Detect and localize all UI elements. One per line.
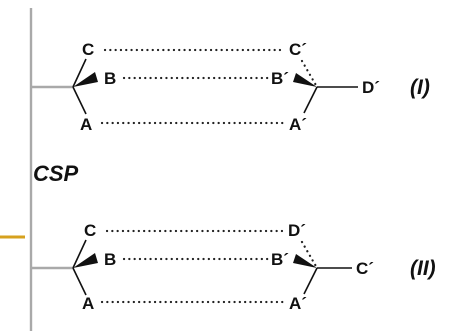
case2-right-label-top: D´ — [288, 221, 306, 240]
case1-right-label-substituent: D´ — [362, 78, 380, 97]
case1-left-label-top: C — [82, 40, 94, 59]
case1-label: (I) — [410, 76, 430, 99]
case1-left-label-middle: B — [104, 69, 116, 88]
case2-left-label-top: C — [84, 221, 96, 240]
case2-right-bond-bottom — [303, 267, 318, 295]
case1-left-label-bottom: A — [80, 115, 92, 134]
case2-left-label-middle: B — [104, 250, 116, 269]
case2-left-bond-top — [72, 239, 87, 269]
case2-left-bond-bottom — [72, 267, 87, 296]
case1-interaction: C B A C´ B´ A´ D´ (I) — [72, 40, 430, 134]
case1-right-label-middle: B´ — [271, 69, 289, 88]
case2-left-wedge-bond — [73, 253, 98, 268]
case1-right-bond-top-dotted — [300, 59, 319, 89]
case2-right-label-bottom: A´ — [289, 294, 307, 313]
case2-interaction: C B A D´ B´ A´ C´ (II) — [72, 221, 436, 313]
case1-left-bond-top — [72, 58, 87, 88]
case1-right-bond-bottom — [303, 86, 318, 114]
case2-right-wedge-bond — [293, 254, 317, 268]
case1-left-wedge-bond — [73, 72, 98, 87]
case2-right-label-substituent: C´ — [356, 259, 374, 278]
case2-right-label-middle: B´ — [271, 250, 289, 269]
case2-right-bond-top-dotted — [300, 240, 319, 270]
csp-label: CSP — [33, 161, 79, 186]
case1-right-label-top: C´ — [289, 40, 307, 59]
case2-label: (II) — [410, 257, 436, 280]
case1-right-wedge-bond — [293, 73, 317, 87]
case1-left-bond-bottom — [72, 86, 87, 115]
case1-right-label-bottom: A´ — [289, 115, 307, 134]
case2-left-label-bottom: A — [82, 294, 94, 313]
